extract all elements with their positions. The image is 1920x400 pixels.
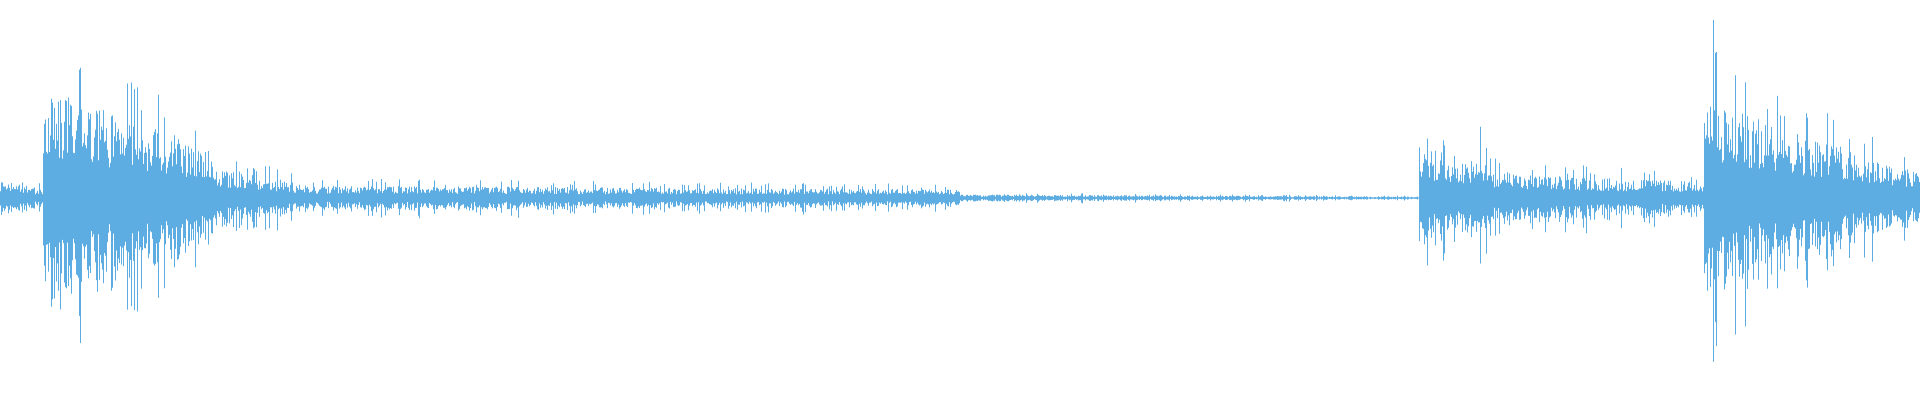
waveform-envelope (0, 52, 1920, 347)
waveform-trace (0, 20, 1920, 362)
